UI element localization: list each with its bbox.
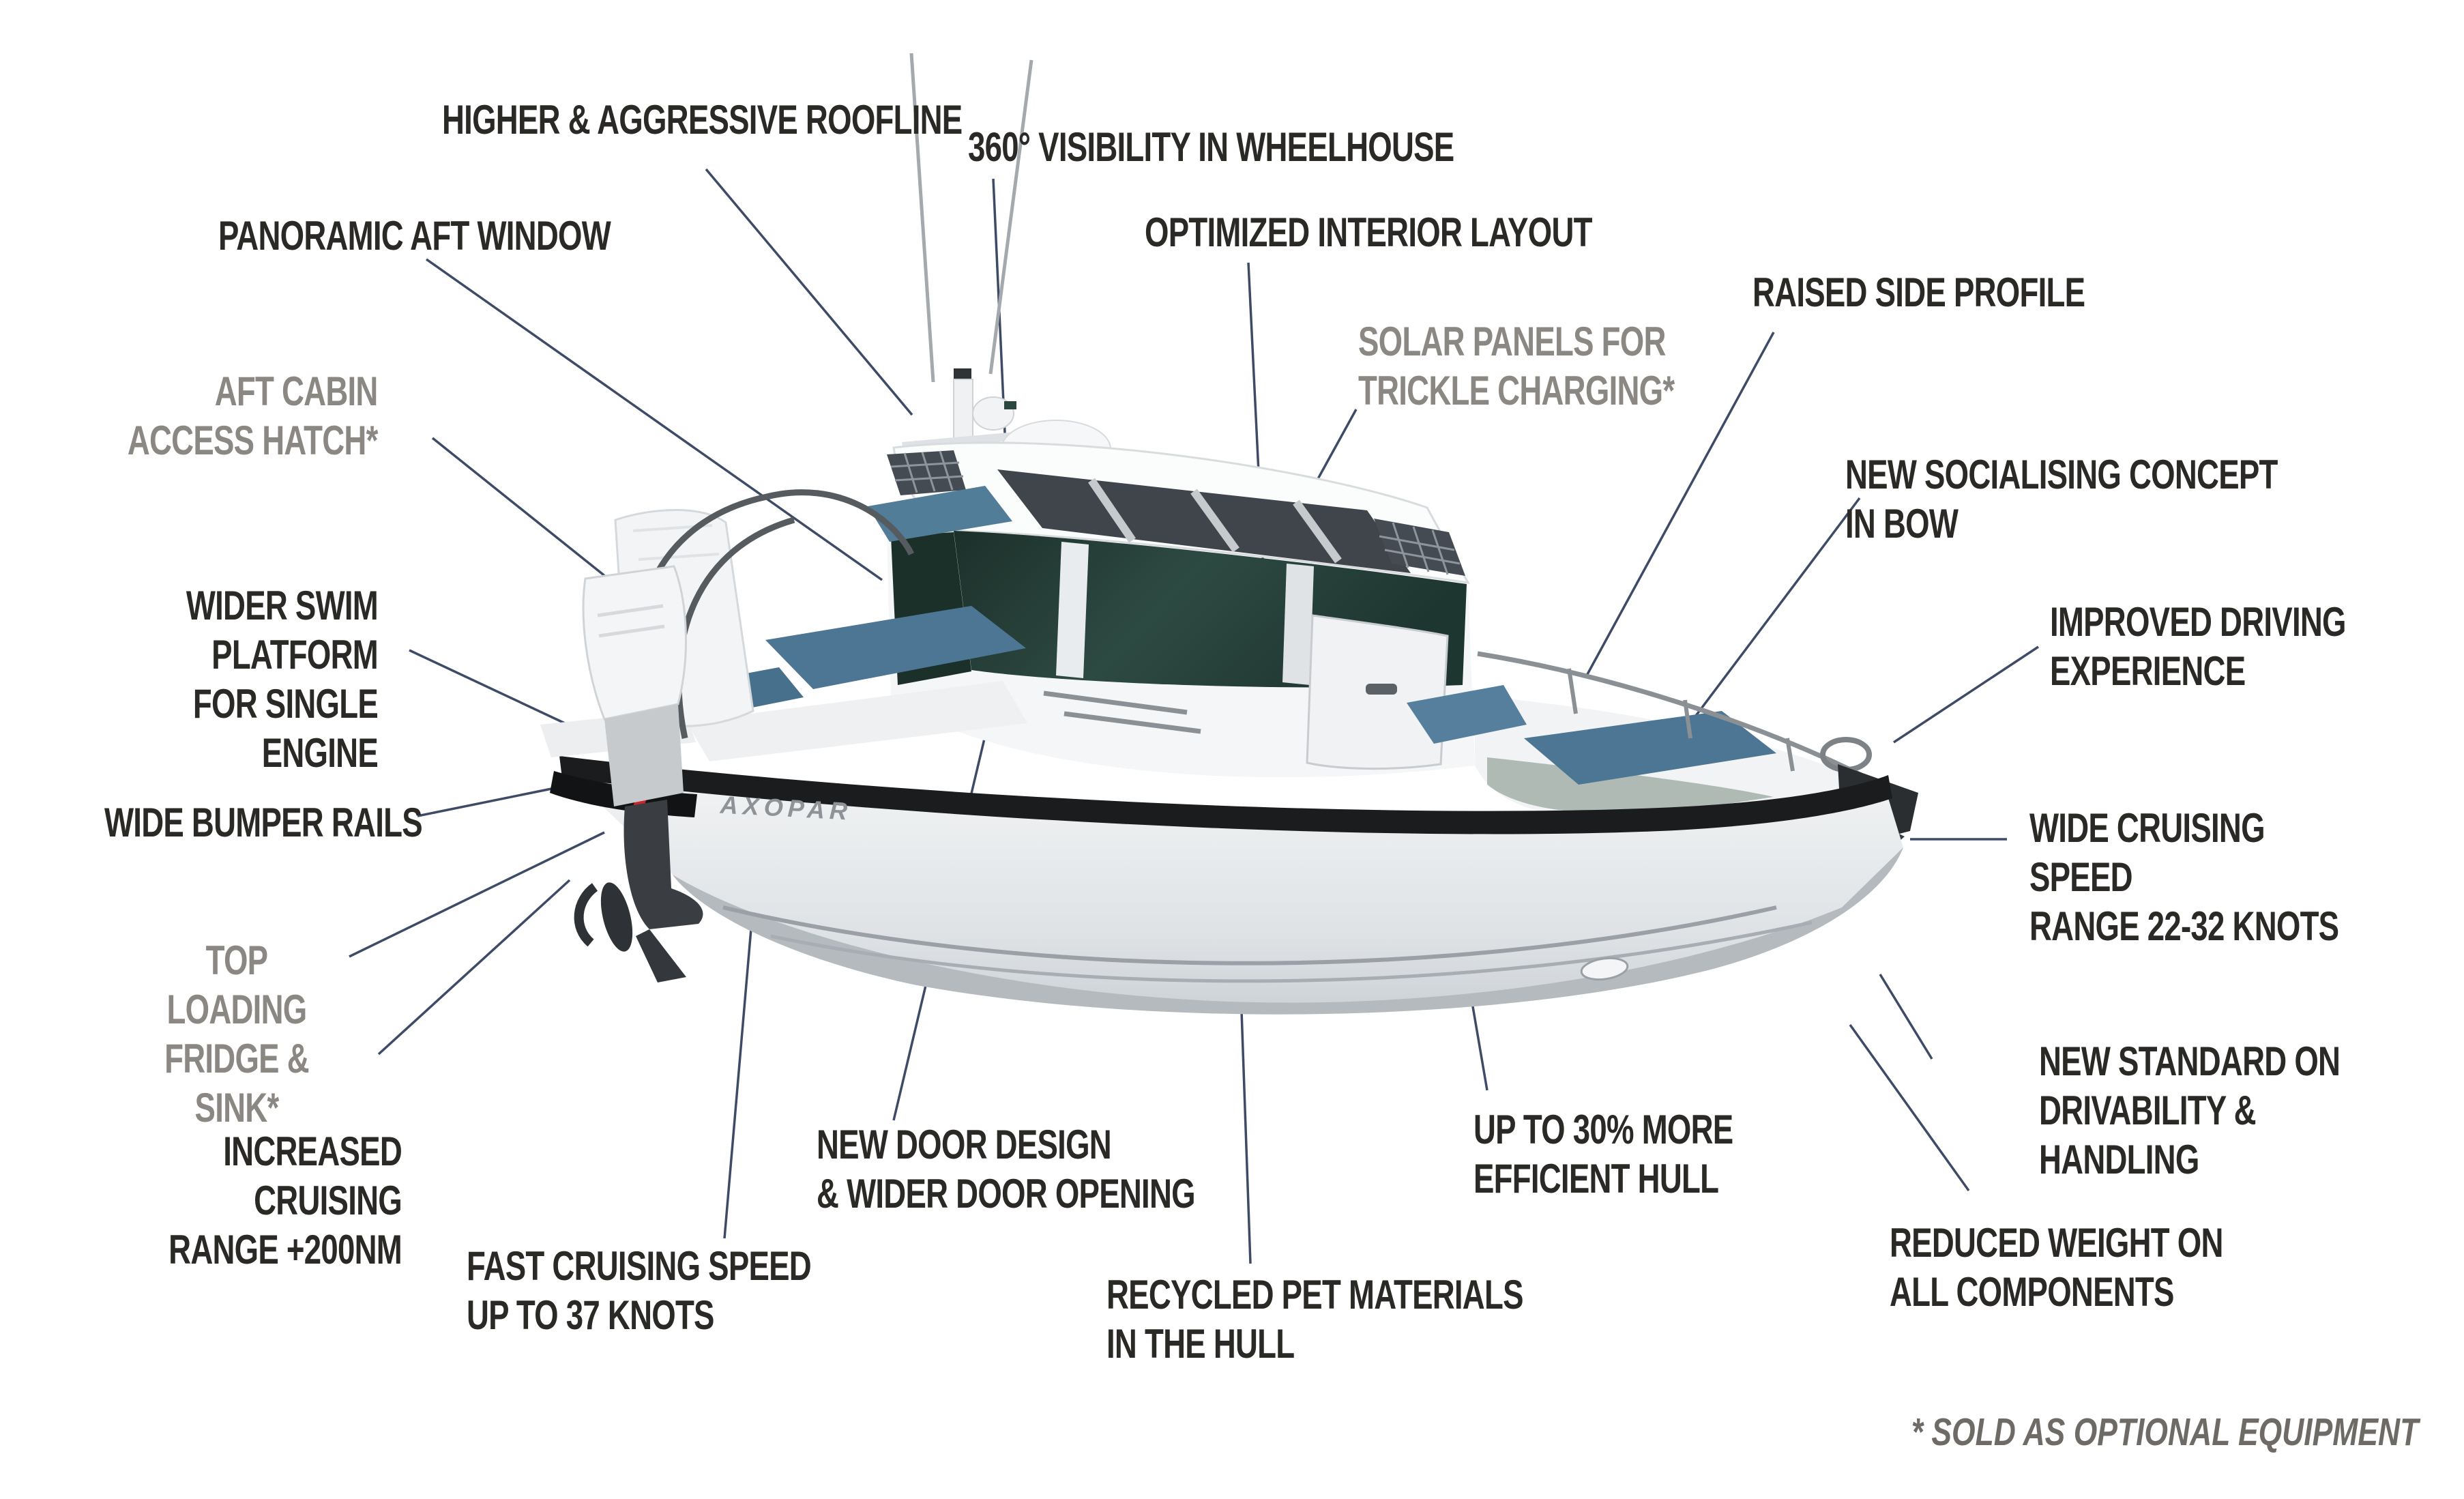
nav-light-green	[1004, 401, 1016, 409]
label-solar-panels: SOLAR PANELS FOR TRICKLE CHARGING*	[1358, 319, 1675, 413]
label-new-socialising-bow: NEW SOCIALISING CONCEPT IN BOW	[1845, 452, 2278, 547]
propeller-blade	[574, 883, 598, 947]
solar-panel-rail	[1088, 478, 1136, 543]
engine-mid-section	[604, 704, 684, 806]
bow-floor	[1487, 757, 1774, 815]
solar-panel-front-grid	[1374, 519, 1465, 576]
label-optimized-interior: OPTIMIZED INTERIOR LAYOUT	[1145, 209, 1592, 255]
label-wide-bumper-rails: WIDE BUMPER RAILS	[104, 800, 423, 845]
boat: AXOPAR	[540, 53, 1918, 1015]
side-door	[1306, 614, 1449, 770]
label-aft-cabin-access-hatch: AFT CABIN ACCESS HATCH*	[128, 368, 379, 463]
bow-cushion	[1524, 711, 1776, 785]
label-recycled-pet-materials: RECYCLED PET MATERIALS IN THE HULL	[1106, 1272, 1523, 1367]
leader-line-wider-swim-platform	[409, 649, 566, 725]
label-wider-swim-platform: WIDER SWIM PLATFORM FOR SINGLE ENGINE	[186, 583, 379, 776]
leader-line-raised-side-profile	[1585, 332, 1775, 676]
stern-cockpit	[677, 486, 1201, 761]
window-pillar	[1282, 564, 1314, 685]
label-wide-cruising-speed: WIDE CRUISING SPEED RANGE 22-32 KNOTS	[2029, 805, 2339, 949]
door-handle-icon	[1366, 684, 1397, 695]
leader-line-fast-cruising-speed	[723, 912, 754, 1239]
aft-step-cushion	[868, 486, 1012, 542]
leader-line-higher-roofline	[705, 168, 913, 416]
nav-light-icon	[972, 396, 1014, 431]
label-new-standard-drivability: NEW STANDARD ON DRIVABILITY & HANDLING	[2039, 1038, 2341, 1182]
mast-top-cap	[954, 368, 971, 379]
leader-line-recycled-pet-materials	[1239, 972, 1252, 1264]
label-new-door-design: NEW DOOR DESIGN & WIDER DOOR OPENING	[817, 1122, 1196, 1217]
propeller-icon	[600, 882, 633, 952]
label-increased-cruising-range: INCREASED CRUISING RANGE +200NM	[168, 1129, 402, 1272]
leader-line-panoramic-aft-window	[425, 258, 883, 581]
engine-vents	[597, 604, 665, 638]
leader-line-wide-bumper-rails	[417, 783, 572, 817]
label-raised-side-profile: RAISED SIDE PROFILE	[1752, 270, 2085, 315]
label-higher-roofline: HIGHER & AGGRESSIVE ROOFLINE	[442, 97, 963, 143]
outboard-engine	[574, 565, 703, 983]
rub-rail	[559, 756, 1892, 834]
hull: AXOPAR	[550, 756, 1903, 1015]
leader-line-top-loading-fridge	[349, 831, 605, 958]
bow-rail-stanchions	[1567, 668, 1795, 772]
label-improved-driving: IMPROVED DRIVING EXPERIENCE	[2050, 599, 2347, 694]
label-fast-cruising-speed: FAST CRUISING SPEED UP TO 37 KNOTS	[467, 1243, 812, 1338]
cockpit-grab-rail	[1043, 690, 1201, 734]
window-pillar	[1056, 542, 1089, 678]
solar-panel-rail	[1190, 489, 1240, 553]
platform-railing-icon	[765, 489, 915, 556]
bow-backrest-cushion	[1407, 685, 1527, 744]
stern-gunwale	[686, 681, 1027, 761]
leader-line-increased-cruising-range	[377, 879, 571, 1056]
engine-skeg	[636, 929, 686, 983]
label-panoramic-aft-window: PANORAMIC AFT WINDOW	[218, 213, 611, 259]
bow-rail	[1477, 651, 1871, 782]
roof	[887, 441, 1470, 584]
solar-panel-rear-grid	[887, 450, 966, 495]
spray-strake	[770, 920, 1813, 983]
bow-area	[1407, 651, 1872, 819]
label-visibility-360: 360° VISIBILITY IN WHEELHOUSE	[968, 124, 1454, 170]
exhaust-outlet-icon	[1580, 957, 1629, 981]
label-reduced-weight: REDUCED WEIGHT ON ALL COMPONENTS	[1890, 1220, 2223, 1315]
spray-strake	[722, 905, 1777, 965]
solar-panel-rail	[1293, 499, 1342, 564]
antenna-whip-icon	[909, 53, 935, 383]
label-up-to-30-efficient-hull: UP TO 30% MORE EFFICIENT HULL	[1473, 1107, 1733, 1202]
leader-line-new-standard-drivability	[1879, 974, 1933, 1060]
antenna-whip-icon	[988, 59, 1033, 375]
leader-line-up-to-30-efficient-hull	[1469, 990, 1488, 1091]
engine-lower-unit	[624, 800, 703, 929]
footnote-optional-equipment: * SOLD AS OPTIONAL EQUIPMENT	[1911, 1410, 2418, 1454]
leader-line-improved-driving	[1893, 645, 2039, 744]
leader-line-reduced-weight	[1849, 1023, 1970, 1192]
label-top-loading-fridge: TOP LOADING FRIDGE & SINK*	[164, 937, 310, 1131]
brand-logo-text: AXOPAR	[719, 791, 853, 826]
stern-sunbed-cushion	[765, 606, 1026, 689]
engine-cowl	[582, 565, 687, 721]
